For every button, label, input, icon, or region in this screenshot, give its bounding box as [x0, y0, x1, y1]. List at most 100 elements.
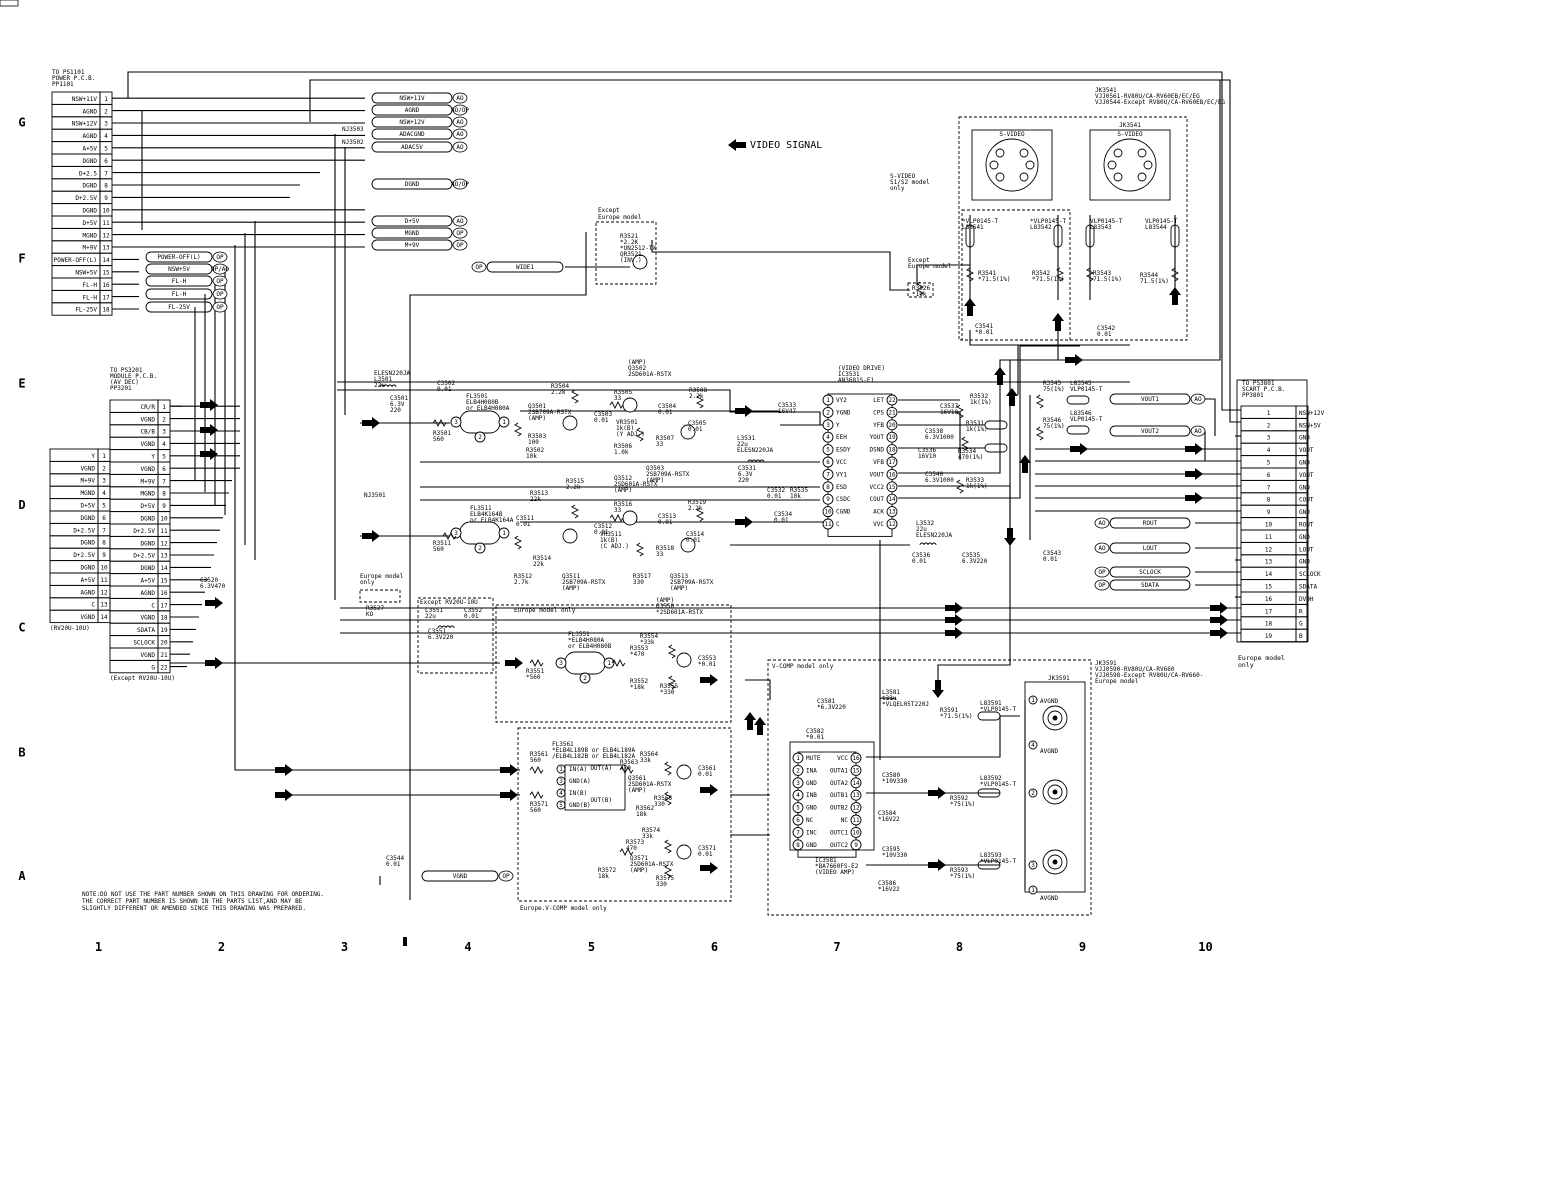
resistor-zigzag	[529, 790, 544, 800]
c3504-label: 0.01	[658, 409, 673, 416]
r3541-label: R3541	[978, 270, 996, 277]
signal-arrow-icon	[700, 784, 718, 796]
resistor	[667, 675, 677, 690]
capacitor	[382, 880, 392, 883]
scart-connector-outline	[1236, 379, 1308, 643]
c3505-label: 0.01	[688, 426, 703, 433]
filter-body	[459, 410, 501, 434]
ic-pin-label: VY1	[836, 471, 847, 478]
r3541-label: *71.5(1%)	[978, 276, 1011, 283]
resistor	[513, 422, 523, 437]
ground-hatch	[328, 598, 330, 601]
capsule-tag	[212, 263, 228, 275]
pin-label: VGND	[81, 614, 96, 621]
signal-arrow-icon	[1210, 602, 1228, 614]
pin-number: 19	[160, 627, 168, 634]
pin-number: 17	[102, 294, 110, 301]
pin-label: NSW+12V	[1299, 410, 1325, 417]
ic-pin-circle	[792, 777, 804, 789]
c3542-label: 0.01	[1097, 331, 1112, 338]
inductor-loop	[387, 384, 393, 388]
jack-center	[1052, 859, 1058, 865]
r3542-label: *71.5(1%)	[1032, 276, 1065, 283]
pin-label: MGND	[83, 232, 98, 239]
pin-number: 14	[102, 257, 110, 264]
ic-pin-label: EEH	[836, 434, 847, 441]
pin-label: VGND	[141, 466, 156, 473]
pin-label: GND	[1299, 509, 1310, 516]
resistor	[1170, 267, 1180, 282]
ic-pin-number: 16	[888, 471, 896, 478]
c3536b-label: 16V10	[918, 453, 936, 460]
c3536b-label: C3536	[918, 447, 936, 454]
r3501-label: R3501	[433, 430, 451, 437]
capsule-label: VOUT2	[1141, 428, 1159, 435]
pin-number: 5	[1267, 460, 1271, 467]
ground-hatch	[642, 290, 644, 293]
resistor	[619, 765, 634, 775]
signal-arrow-icon	[994, 367, 1006, 385]
capsule-label: POWER-OFF(L)	[157, 254, 200, 261]
signal-arrow-icon	[1185, 492, 1203, 504]
ic-pin-circle	[792, 789, 804, 801]
ic-pin-circle	[822, 406, 834, 418]
inductor-loop	[391, 384, 397, 388]
resistor-zigzag	[611, 658, 626, 668]
fl3561-pin-label: IN(A)	[569, 766, 587, 773]
c3536-label: 0.01	[912, 558, 927, 565]
pin-label: VOUT	[1299, 472, 1314, 479]
pin-number: 18	[160, 615, 168, 622]
pin-number: 17	[1265, 608, 1273, 615]
capsule-tag-label: AO/OP	[451, 181, 469, 188]
q3512-label: (AMP)	[614, 487, 632, 494]
ic-pin-circle	[792, 752, 804, 764]
ic-pin-circle	[822, 394, 834, 406]
c3532-label: 0.01	[767, 493, 782, 500]
signal-arrow-icon	[1210, 614, 1228, 626]
svideo-jack-1-icon	[971, 129, 1053, 201]
jk3591-gnd-label: AVGND	[1040, 748, 1058, 755]
ground-hatch	[1022, 885, 1024, 888]
pin-label: R	[1299, 608, 1303, 615]
capsule-body	[371, 239, 453, 251]
pin-number-cell	[157, 659, 171, 674]
r3504-label: 2.2k	[551, 389, 566, 396]
q3503-label: 2SB709A-RSTX	[646, 471, 690, 478]
ferrite-bead	[984, 443, 1008, 453]
jack-pin-number: 1	[1031, 697, 1035, 704]
wire	[651, 240, 910, 291]
l3546-label: VLP0145-T	[1070, 416, 1103, 423]
capsule-tag-label: AO	[456, 144, 464, 151]
r3527-label: KO	[366, 611, 374, 618]
r3534-label: 470(1%)	[958, 454, 983, 461]
note-text: NOTE:DO NOT USE THE PART NUMBER SHOWN ON…	[82, 891, 324, 898]
vr3511-label: 1k(B)	[600, 537, 618, 544]
ground-hatch	[638, 290, 640, 293]
svideo-pin	[1137, 148, 1147, 158]
pin-label: D+2.5V	[133, 528, 155, 535]
capacitor	[427, 392, 437, 395]
svideo-jack-2-ref: JK3541	[1119, 122, 1141, 129]
filter-pin	[474, 431, 486, 443]
signal-arrow-icon	[505, 657, 523, 669]
resistor	[609, 400, 624, 410]
q3502-label: (AMP)	[628, 359, 646, 366]
capsule-tag	[452, 178, 468, 190]
l3545-label: L83545	[1070, 380, 1092, 387]
capsule-tag	[1190, 393, 1206, 405]
c3552-label: 0.01	[464, 613, 479, 620]
note-text: THE CORRECT PART NUMBER IS SHOWN IN THE …	[82, 898, 303, 905]
ic3581-outline	[789, 741, 875, 851]
module-connector-header: MODULE P.C.B.	[110, 373, 157, 380]
resistor	[955, 404, 965, 419]
ground-hatch	[1018, 885, 1020, 888]
capsule-tag-label: OP	[216, 278, 224, 285]
c3581-label: *6.3V220	[817, 704, 846, 711]
resistor-zigzag	[609, 400, 624, 410]
bead-body	[977, 860, 1001, 870]
